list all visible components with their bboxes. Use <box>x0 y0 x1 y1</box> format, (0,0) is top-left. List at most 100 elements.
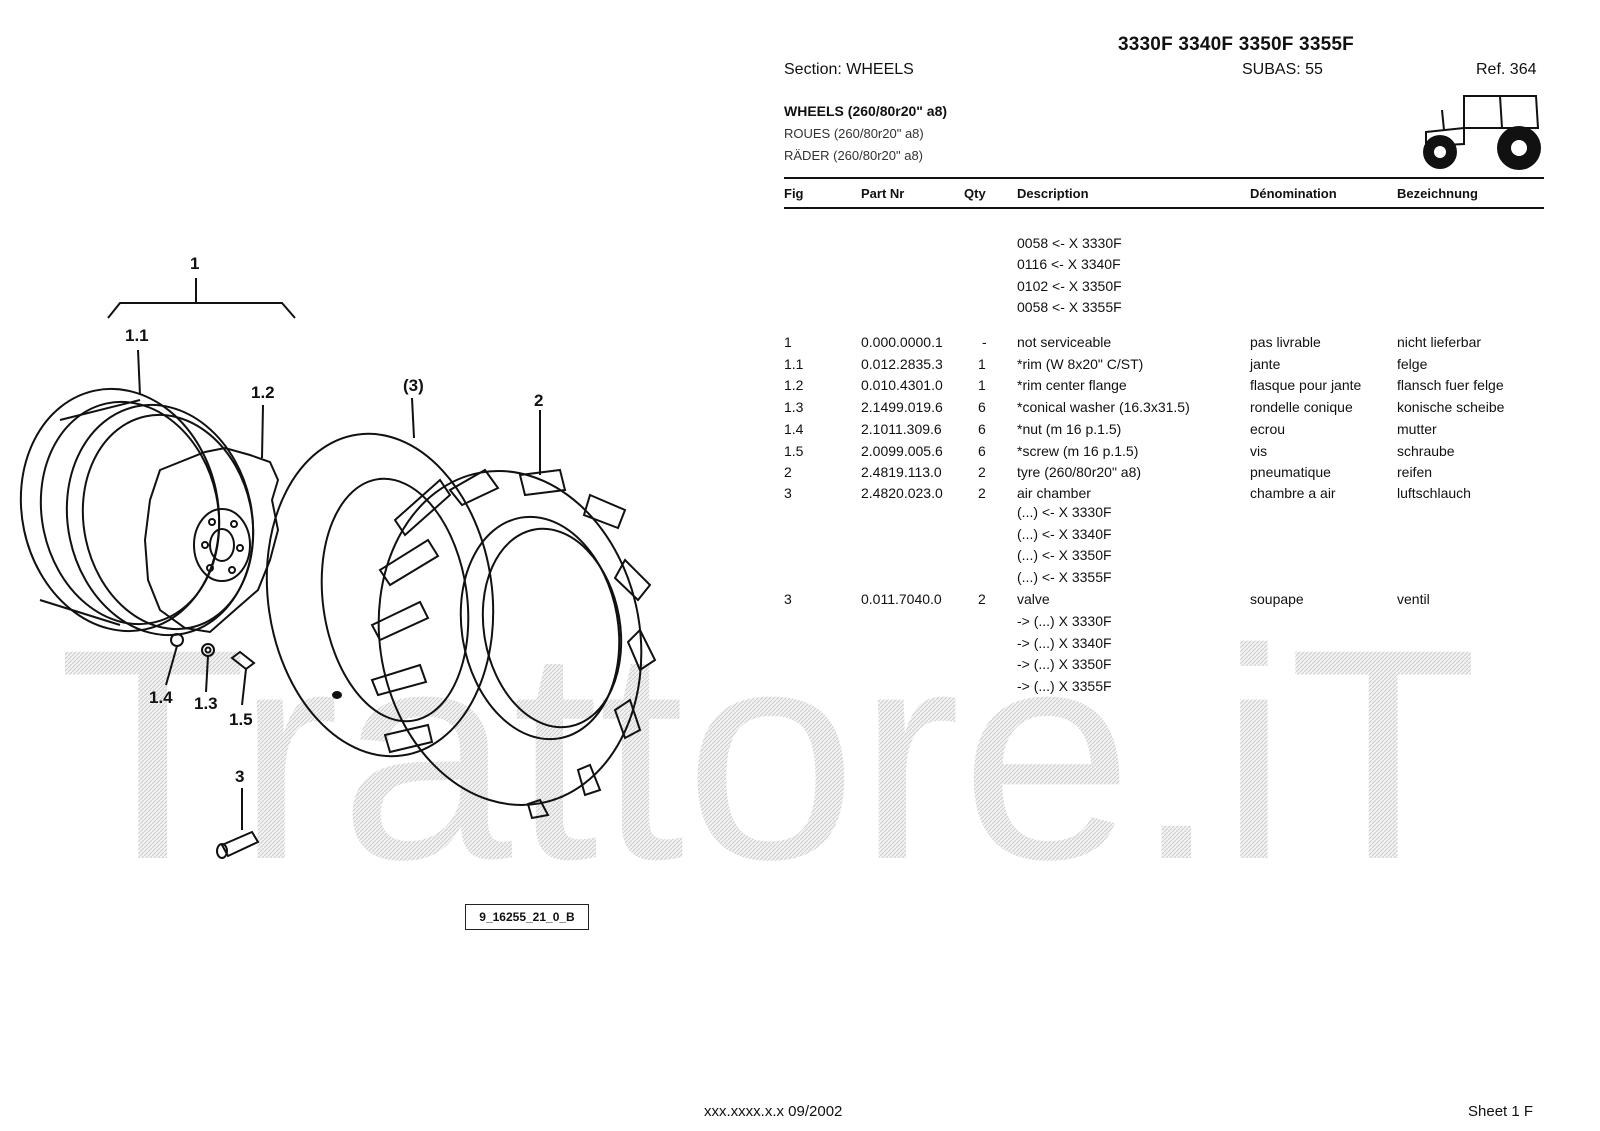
row-bezeichnung: nicht lieferbar <box>1397 334 1482 350</box>
col-qty: Qty <box>964 186 986 201</box>
col-desc: Description <box>1017 186 1089 201</box>
row-fig: 2 <box>784 464 792 480</box>
row-part: 0.010.4301.0 <box>861 377 943 393</box>
preface-line: 0116 <- X 3340F <box>1017 256 1121 272</box>
air-chamber-note: (...) <- X 3355F <box>1017 569 1112 585</box>
title-de: RÄDER (260/80r20" a8) <box>784 148 924 163</box>
rim-drawing <box>19 387 255 637</box>
row-fig: 1.2 <box>784 377 804 393</box>
row-desc: *screw (m 16 p.1.5) <box>1017 443 1139 459</box>
row-desc: tyre (260/80r20" a8) <box>1017 464 1142 480</box>
valve-part: 0.011.7040.0 <box>861 591 942 607</box>
row-qty: 6 <box>978 399 986 415</box>
row-part: 2.4819.113.0 <box>861 464 942 480</box>
valve-note: -> (...) X 3330F <box>1017 613 1112 629</box>
row-part: 2.4820.023.0 <box>861 485 943 501</box>
callout-2: 2 <box>534 391 544 410</box>
valve-de: ventil <box>1397 591 1430 607</box>
row-bezeichnung: schraube <box>1397 443 1455 459</box>
row-denomination: vis <box>1250 443 1268 459</box>
inner-tube-drawing <box>265 432 495 758</box>
valve-qty: 2 <box>978 591 986 607</box>
model-list: 3330F 3340F 3350F 3355F <box>1118 34 1354 55</box>
footer-sheet: Sheet 1 F <box>1468 1103 1534 1120</box>
row-part: 2.1499.019.6 <box>861 399 943 415</box>
row-denomination: jante <box>1250 356 1281 372</box>
row-bezeichnung: mutter <box>1397 421 1437 437</box>
figure-reference: 9_16255_21_0_B <box>465 904 589 930</box>
callout-1: 1 <box>190 254 200 273</box>
callout-1-4: 1.4 <box>149 688 173 707</box>
preface-line: 0058 <- X 3330F <box>1017 235 1122 251</box>
callout-1-2: 1.2 <box>251 383 275 402</box>
row-part: 2.0099.005.6 <box>861 443 943 459</box>
tyre-drawing <box>370 468 657 820</box>
row-fig: 1.1 <box>784 356 804 372</box>
col-denom: Dénomination <box>1250 186 1337 201</box>
row-fig: 1.4 <box>784 421 804 437</box>
row-bezeichnung: flansch fuer felge <box>1397 377 1504 393</box>
row-fig: 1.3 <box>784 399 804 415</box>
row-denomination: pas livrable <box>1250 334 1321 350</box>
row-part: 0.000.0000.1 <box>861 334 943 350</box>
section-label: Section: WHEELS <box>784 61 914 78</box>
subas-label: SUBAS: 55 <box>1242 61 1323 78</box>
tractor-icon <box>1423 95 1541 170</box>
air-chamber-note: (...) <- X 3350F <box>1017 547 1112 563</box>
col-part: Part Nr <box>861 186 905 201</box>
callout-1-1: 1.1 <box>125 326 149 345</box>
valve-note: -> (...) X 3340F <box>1017 635 1112 651</box>
row-bezeichnung: felge <box>1397 356 1428 372</box>
row-qty: - <box>982 334 987 350</box>
row-bezeichnung: reifen <box>1397 464 1433 480</box>
row-qty: 1 <box>978 377 986 393</box>
row-denomination: chambre a air <box>1250 485 1336 501</box>
row-desc: *nut (m 16 p.1.5) <box>1017 421 1122 437</box>
ref-label: Ref. 364 <box>1476 61 1537 78</box>
row-denomination: flasque pour jante <box>1250 377 1362 393</box>
row-part: 2.1011.309.6 <box>861 421 942 437</box>
valve-fr: soupape <box>1250 591 1304 607</box>
row-fig: 1 <box>784 334 792 350</box>
valve-drawing <box>216 788 260 859</box>
row-desc: *conical washer (16.3x31.5) <box>1017 399 1190 415</box>
row-denomination: rondelle conique <box>1250 399 1353 415</box>
callout-1-3: 1.3 <box>194 694 218 713</box>
table-rule-top <box>784 177 1544 179</box>
table-rule-bottom <box>784 207 1544 209</box>
row-qty: 2 <box>978 485 986 501</box>
group-bracket <box>107 302 296 319</box>
row-bezeichnung: luftschlauch <box>1397 485 1471 501</box>
row-bezeichnung: konische scheibe <box>1397 399 1505 415</box>
title-fr: ROUES (260/80r20" a8) <box>784 126 924 141</box>
row-part: 0.012.2835.3 <box>861 356 943 372</box>
preface-line: 0102 <- X 3350F <box>1017 278 1122 294</box>
valve-note: -> (...) X 3350F <box>1017 656 1112 672</box>
row-desc: air chamber <box>1017 485 1091 501</box>
callout-3-paren: (3) <box>403 376 424 395</box>
row-denomination: ecrou <box>1250 421 1286 437</box>
air-chamber-note: (...) <- X 3340F <box>1017 526 1112 542</box>
row-fig: 1.5 <box>784 443 804 459</box>
valve-fig: 3 <box>784 591 792 607</box>
hardware-drawing <box>165 633 256 706</box>
row-qty: 6 <box>978 421 986 437</box>
footer-code: xxx.xxxx.x.x 09/2002 <box>704 1103 843 1120</box>
preface-line: 0058 <- X 3355F <box>1017 299 1122 315</box>
row-desc: *rim center flange <box>1017 377 1127 393</box>
callout-1-5: 1.5 <box>229 710 253 729</box>
row-desc: not serviceable <box>1017 334 1112 350</box>
row-fig: 3 <box>784 485 792 501</box>
callout-3: 3 <box>235 767 245 786</box>
col-fig: Fig <box>784 186 804 201</box>
air-chamber-note: (...) <- X 3330F <box>1017 504 1112 520</box>
flange-drawing <box>143 446 280 634</box>
row-qty: 6 <box>978 443 986 459</box>
col-bez: Bezeichnung <box>1397 186 1478 201</box>
row-qty: 2 <box>978 464 986 480</box>
title-en: WHEELS (260/80r20" a8) <box>784 103 948 119</box>
exploded-wheel-drawing <box>19 278 657 859</box>
row-qty: 1 <box>978 356 986 372</box>
valve-desc: valve <box>1017 591 1050 607</box>
row-denomination: pneumatique <box>1250 464 1331 480</box>
